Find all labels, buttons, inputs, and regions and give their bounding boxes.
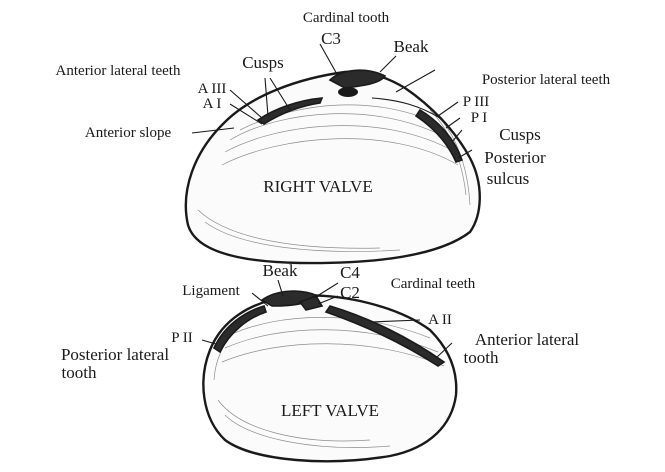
a3-label: A III bbox=[198, 81, 227, 97]
right-cardinal-tooth-label: Cardinal tooth bbox=[303, 10, 390, 26]
anterior-slope-label: Anterior slope bbox=[85, 125, 172, 141]
posterior-lateral-tooth-label-2: tooth bbox=[62, 363, 97, 382]
p3-label: P III bbox=[463, 94, 490, 110]
right-beak-label: Beak bbox=[394, 37, 429, 56]
anterior-lateral-tooth-label-1: Anterior lateral bbox=[475, 330, 580, 349]
left-valve-title: LEFT VALVE bbox=[281, 401, 379, 420]
anterior-lateral-tooth-label-2: tooth bbox=[464, 348, 499, 367]
posterior-sulcus-label-1: Posterior bbox=[484, 148, 546, 167]
right-valve-title: RIGHT VALVE bbox=[263, 177, 372, 196]
right-cardinal-tooth bbox=[338, 87, 358, 97]
right-cusps-top-label: Cusps bbox=[242, 53, 284, 72]
ligament-label: Ligament bbox=[182, 283, 240, 299]
c2-label: C2 bbox=[340, 283, 360, 302]
right-valve: Cardinal tooth C3 Beak Cusps Anterior la… bbox=[56, 10, 611, 263]
left-valve: Beak C4 C2 Cardinal teeth Ligament A II … bbox=[61, 261, 579, 461]
posterior-lateral-teeth-label: Posterior lateral teeth bbox=[482, 72, 611, 88]
anterior-lateral-teeth-label: Anterior lateral teeth bbox=[56, 63, 181, 79]
right-cusps-label: Cusps bbox=[499, 125, 541, 144]
cardinal-teeth-label: Cardinal teeth bbox=[391, 276, 476, 292]
p1-label: P I bbox=[471, 110, 488, 126]
right-valve-outline bbox=[186, 72, 480, 263]
right-c3-label: C3 bbox=[321, 29, 341, 48]
p2-label: P II bbox=[171, 330, 193, 346]
c4-label: C4 bbox=[340, 263, 360, 282]
posterior-lateral-tooth-label-1: Posterior lateral bbox=[61, 345, 169, 364]
a1-label: A I bbox=[203, 96, 222, 112]
a2-label: A II bbox=[428, 312, 452, 328]
posterior-sulcus-label-2: sulcus bbox=[487, 169, 530, 188]
left-beak-label: Beak bbox=[263, 261, 298, 280]
